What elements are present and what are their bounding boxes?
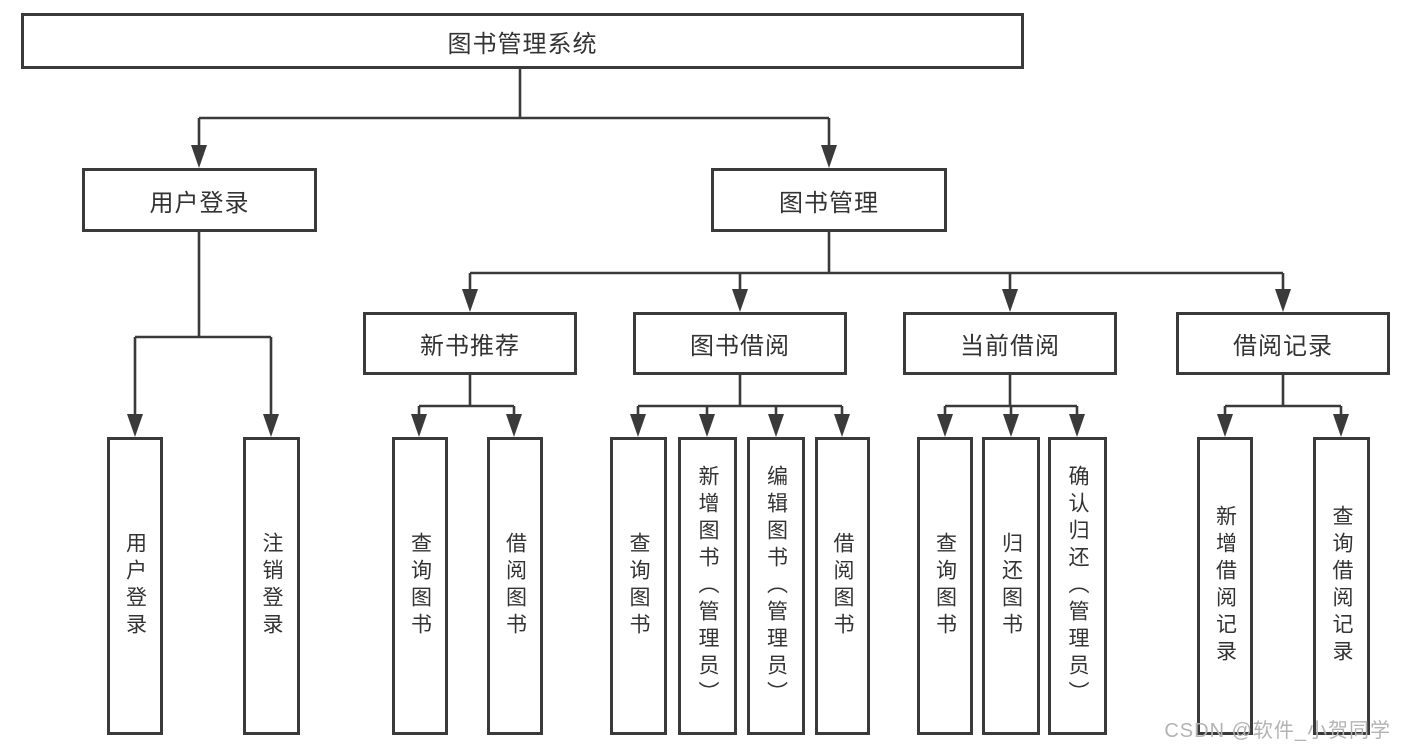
leaf-query-books-borrow: 查询图书 — [610, 437, 667, 735]
leaf-return-books: 归还图书 — [982, 437, 1040, 735]
node-root-label: 图书管理系统 — [447, 30, 598, 58]
leaf-edit-book-admin-label: 编辑图书（管理员） — [764, 464, 788, 708]
leaf-edit-book-admin: 编辑图书（管理员） — [747, 437, 805, 735]
leaf-query-books-recommend-label: 查询图书 — [408, 532, 432, 640]
leaf-user-login: 用户登录 — [107, 437, 163, 735]
leaf-add-borrow-record-label: 新增借阅记录 — [1213, 505, 1237, 667]
leaf-query-books-current: 查询图书 — [917, 437, 973, 735]
leaf-query-books-recommend: 查询图书 — [392, 437, 448, 735]
node-current-borrow-label: 当前借阅 — [960, 333, 1060, 360]
leaf-user-login-label: 用户登录 — [123, 532, 147, 640]
node-book-borrow-label: 图书借阅 — [690, 333, 790, 360]
leaf-logout: 注销登录 — [243, 437, 300, 735]
arrowheads — [127, 145, 1349, 437]
node-root: 图书管理系统 — [21, 13, 1024, 69]
leaf-add-borrow-record: 新增借阅记录 — [1197, 437, 1253, 735]
leaf-confirm-return-admin-label: 确认归还（管理员） — [1066, 464, 1089, 708]
leaf-borrow-books-label: 借阅图书 — [831, 532, 854, 640]
node-new-book-recommend: 新书推荐 — [363, 312, 577, 375]
node-book-borrow: 图书借阅 — [633, 312, 847, 375]
node-book-management: 图书管理 — [711, 168, 947, 232]
node-current-borrow: 当前借阅 — [903, 312, 1117, 375]
csdn-watermark: CSDN @软件_小贺同学 — [1164, 720, 1391, 742]
leaf-logout-label: 注销登录 — [260, 532, 283, 640]
leaf-query-borrow-record: 查询借阅记录 — [1313, 437, 1370, 735]
leaf-borrow-books: 借阅图书 — [815, 437, 870, 735]
leaf-query-books-current-label: 查询图书 — [933, 532, 957, 640]
leaf-add-book-admin: 新增图书（管理员） — [678, 437, 737, 735]
node-borrow-records-label: 借阅记录 — [1233, 333, 1333, 360]
leaf-return-books-label: 归还图书 — [999, 532, 1023, 640]
node-borrow-records: 借阅记录 — [1176, 312, 1390, 375]
node-new-book-recommend-label: 新书推荐 — [420, 333, 520, 360]
leaf-add-book-admin-label: 新增图书（管理员） — [696, 464, 719, 708]
leaf-query-books-borrow-label: 查询图书 — [627, 532, 650, 640]
leaf-borrow-books-recommend-label: 借阅图书 — [503, 532, 527, 640]
node-user-login-label: 用户登录 — [149, 189, 250, 217]
leaf-confirm-return-admin: 确认归还（管理员） — [1048, 437, 1107, 735]
leaf-query-borrow-record-label: 查询借阅记录 — [1330, 505, 1353, 667]
node-book-management-label: 图书管理 — [779, 189, 879, 217]
node-user-login: 用户登录 — [82, 168, 317, 232]
leaf-borrow-books-recommend: 借阅图书 — [487, 437, 543, 735]
